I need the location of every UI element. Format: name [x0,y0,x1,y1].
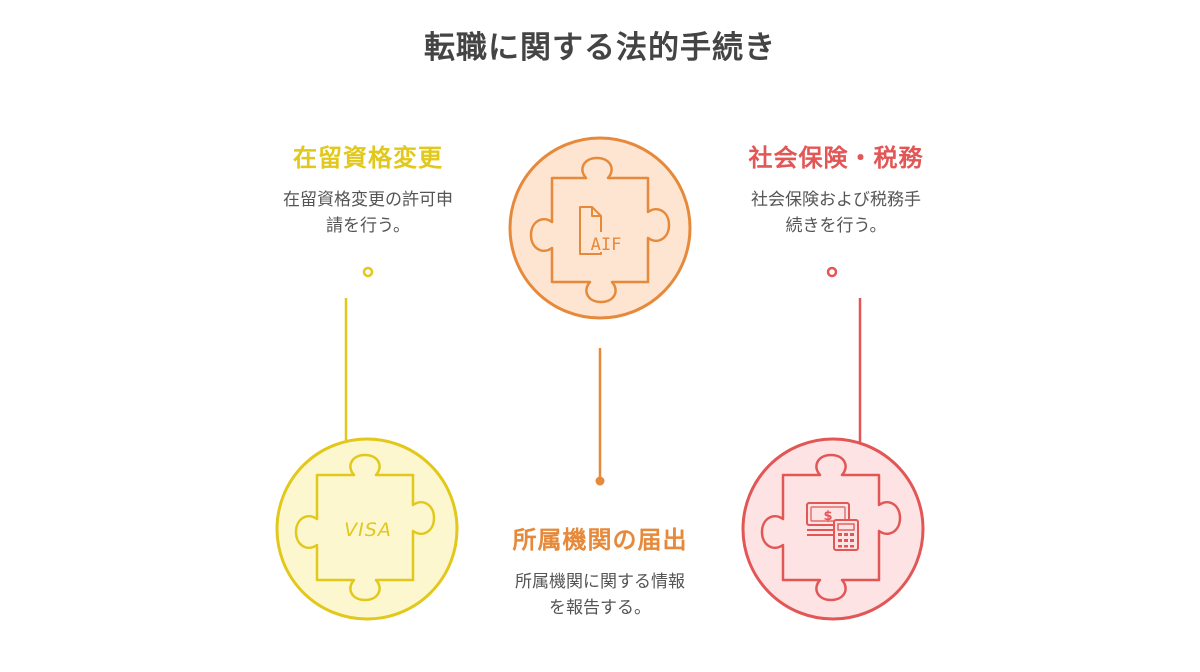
puzzle-piece-icon [760,453,902,602]
svg-text:$: $ [823,509,832,524]
money-calculator-icon: $ [806,502,859,551]
step-residence-status: 在留資格変更 在留資格変更の許可申 請を行う。 [248,138,488,239]
node-tax: $ [741,437,925,621]
step-heading: 社会保険・税務 [748,144,924,172]
connector-center [595,348,605,486]
step-heading: 在留資格変更 [293,144,443,172]
step-affiliation-notification: 所属機関の届出 所属機関に関する情報 を報告する。 [478,520,722,621]
node-document: AIF [508,136,692,320]
diagram-title: 転職に関する法的手続き [424,30,776,66]
puzzle-piece-icon [294,453,436,602]
visa-card-icon: VISA [344,519,392,541]
puzzle-piece-icon [529,156,671,304]
step-description: 在留資格変更の許可申 請を行う。 [283,190,453,236]
step-description: 所属機関に関する情報 を報告する。 [515,572,685,618]
step-social-insurance-tax: 社会保険・税務 社会保険および税務手 続きを行う。 [716,138,956,239]
step-heading: 所属機関の届出 [512,526,688,554]
step-description: 社会保険および税務手 続きを行う。 [751,190,921,236]
connector-right [826,266,862,458]
svg-text:AIF: AIF [591,235,622,255]
node-visa: VISA [275,437,459,621]
connector-left [344,266,374,458]
document-icon: AIF [579,206,626,255]
